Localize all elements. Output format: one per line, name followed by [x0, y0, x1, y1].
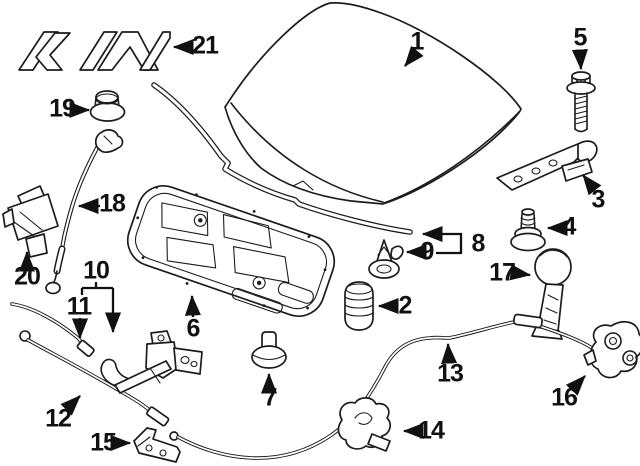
weatherstrip-clip [368, 239, 404, 279]
hood-spring [344, 281, 374, 331]
callout-20[interactable]: 20 [14, 262, 41, 291]
callout-4[interactable]: 4 [562, 212, 577, 241]
callout-11[interactable]: 11 [66, 292, 92, 321]
callout-6[interactable]: 6 [186, 314, 201, 343]
kia-emblem [18, 31, 171, 71]
release-cable-front [19, 330, 170, 427]
callout-7[interactable]: 7 [263, 383, 278, 412]
callout-5[interactable]: 5 [573, 23, 588, 52]
hinge-bolt [566, 71, 596, 133]
callout-2[interactable]: 2 [398, 291, 413, 320]
callout-17[interactable]: 17 [489, 258, 516, 287]
callout-13[interactable]: 13 [437, 359, 464, 388]
cable-bracket [133, 427, 181, 463]
callout-8[interactable]: 8 [471, 229, 486, 258]
pad-clip [251, 331, 287, 369]
hood-prop-rod [45, 129, 124, 295]
hood-lock [583, 321, 640, 379]
callout-14[interactable]: 14 [418, 416, 445, 445]
callout-9[interactable]: 9 [420, 237, 435, 266]
callout-21[interactable]: 21 [192, 31, 219, 60]
hood-latch-assembly [100, 330, 203, 394]
callout-19[interactable]: 19 [49, 94, 76, 123]
hood-weatherstrip [151, 82, 413, 235]
callout-15[interactable]: 15 [90, 428, 117, 457]
prop-rod-holder [2, 185, 59, 258]
callout-3[interactable]: 3 [591, 185, 606, 214]
hood-grommet [89, 90, 126, 122]
callout-10[interactable]: 10 [83, 256, 110, 285]
callout-12[interactable]: 12 [45, 404, 72, 433]
hood-panel [224, 2, 522, 205]
cable-clip [337, 397, 392, 452]
callout-16[interactable]: 16 [551, 383, 578, 412]
leader-lines [18, 38, 602, 452]
hood-bumper [510, 208, 546, 252]
callout-1[interactable]: 1 [410, 27, 425, 56]
hood-hinge [496, 140, 598, 191]
hood-insulation-pad [126, 185, 336, 317]
release-cable-rear [169, 313, 594, 460]
callout-18[interactable]: 18 [99, 189, 126, 218]
